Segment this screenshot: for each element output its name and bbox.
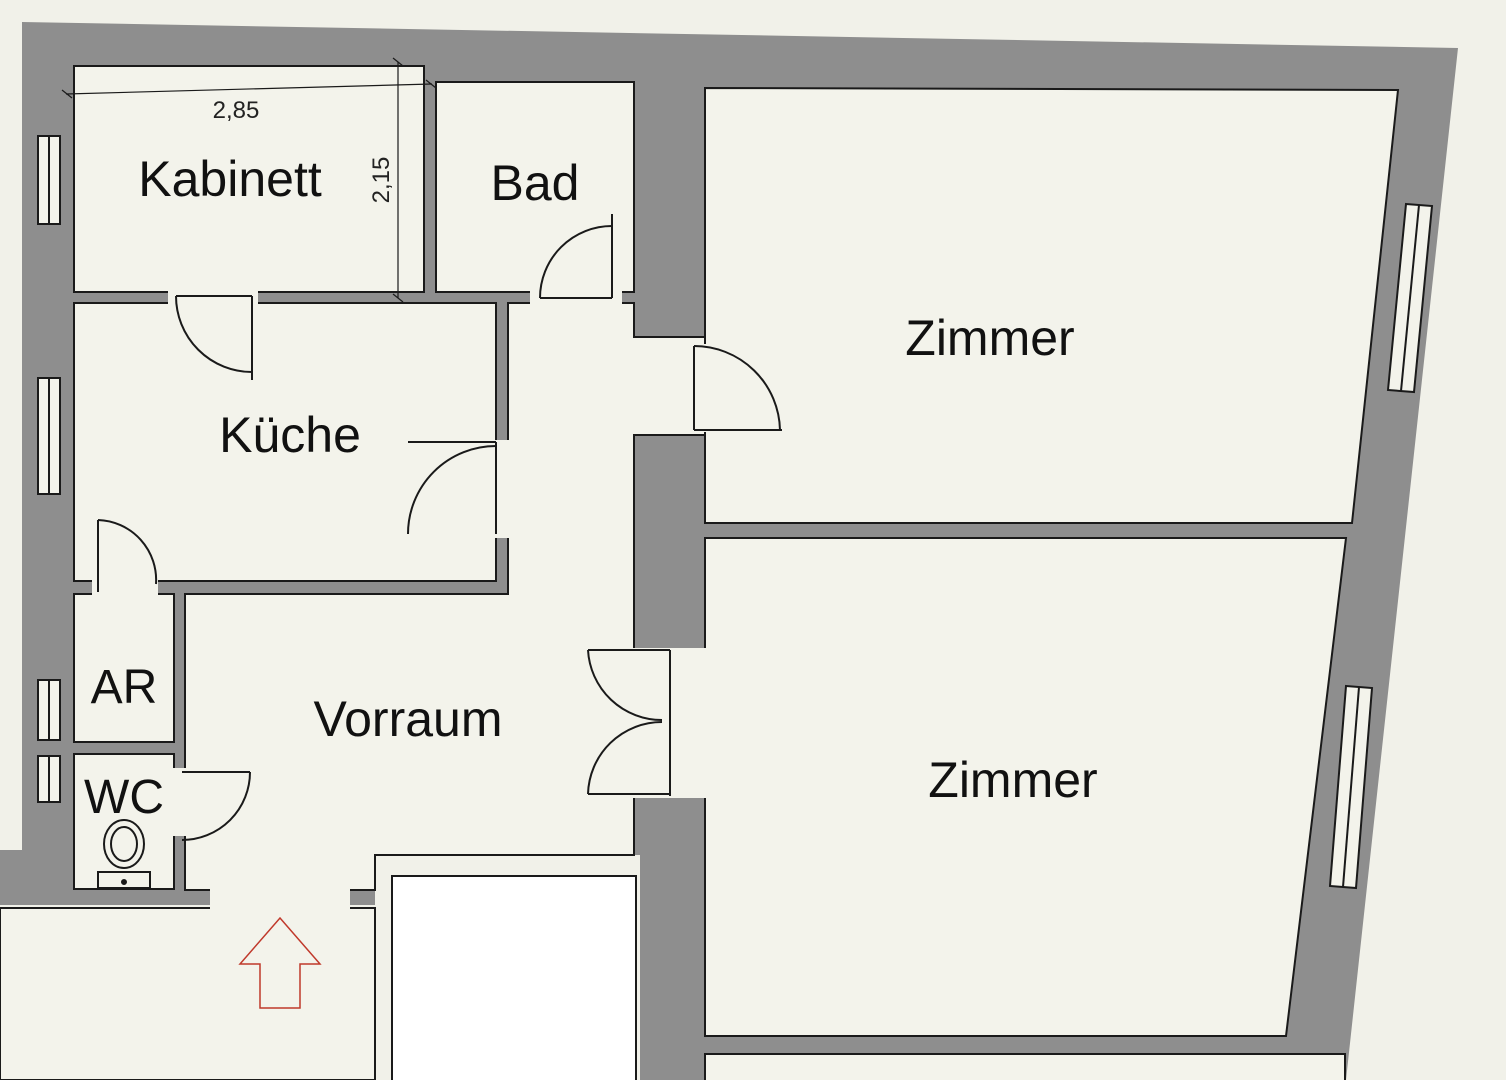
corridor-outside <box>0 907 376 1080</box>
room-vorraum <box>184 302 706 891</box>
dimension-kabinett-width: 2,85 <box>213 97 260 124</box>
label-wc: WC <box>84 771 164 824</box>
label-ar: AR <box>91 661 158 714</box>
room-kabinett <box>73 65 425 293</box>
label-vorraum: Vorraum <box>314 691 503 747</box>
room-bottom-strip <box>704 1053 1346 1080</box>
room-zimmer-2 <box>704 537 1348 1037</box>
toilet-icon <box>97 819 151 889</box>
dimension-kabinett-depth: 2,15 <box>368 157 395 204</box>
dimension-lines <box>61 57 437 303</box>
label-zimmer-2: Zimmer <box>928 752 1097 808</box>
room-bad <box>435 81 635 293</box>
label-kabinett: Kabinett <box>138 151 322 207</box>
label-kueche: Küche <box>219 407 361 463</box>
door-swings <box>97 214 782 841</box>
entrance-arrow-icon <box>238 916 322 1009</box>
room-ar <box>73 593 175 743</box>
label-bad: Bad <box>491 155 580 211</box>
room-zimmer-1 <box>704 86 1400 524</box>
label-zimmer-1: Zimmer <box>905 310 1074 366</box>
stairwell <box>391 875 637 1080</box>
windows <box>37 135 1434 890</box>
rooms <box>73 65 1400 1080</box>
